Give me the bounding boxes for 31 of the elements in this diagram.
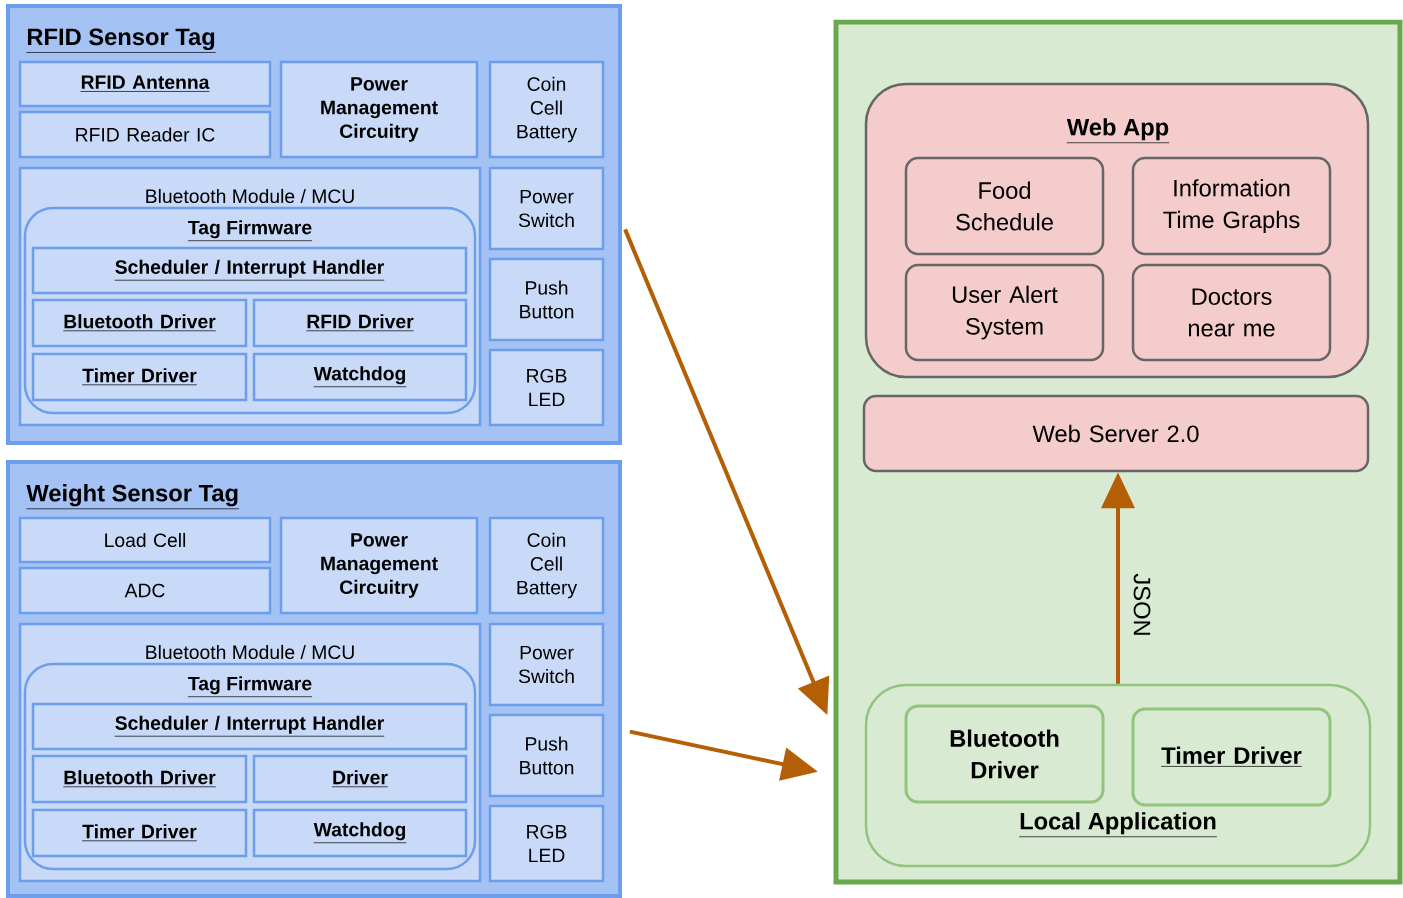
component-box: Timer Driver: [31, 808, 248, 858]
component-box: RFID Reader IC: [18, 110, 272, 159]
component-box: Timer Driver: [31, 352, 248, 402]
component-box: RFID Antenna: [18, 60, 272, 108]
component-box: Scheduler / Interrupt Handler: [31, 702, 468, 751]
component-box: Bluetooth Driver: [31, 754, 248, 804]
module-box: Web Server 2.0: [862, 394, 1370, 473]
driver-box: Timer Driver: [1131, 707, 1332, 807]
component-box: Coin Cell Battery: [488, 516, 605, 615]
component-box: Power Switch: [488, 622, 605, 707]
module-box: Information Time Graphs: [1131, 156, 1332, 256]
component-box: Watchdog: [252, 808, 468, 858]
component-box: Push Button: [488, 257, 605, 342]
module-box: Food Schedule: [904, 156, 1105, 256]
component-box: Power Switch: [488, 166, 605, 251]
module-box: User Alert System: [904, 263, 1105, 362]
component-box: Bluetooth Driver: [31, 298, 248, 348]
component-box: Driver: [252, 754, 468, 804]
component-box: Coin Cell Battery: [488, 60, 605, 159]
component-box: Scheduler / Interrupt Handler: [31, 246, 468, 295]
component-box: Load Cell: [18, 516, 272, 564]
component-box: RGB LED: [488, 804, 605, 883]
driver-box: Bluetooth Driver: [904, 704, 1105, 804]
component-box: ADC: [18, 566, 272, 615]
component-box: Watchdog: [252, 352, 468, 402]
module-box: Doctors near me: [1131, 263, 1332, 362]
component-box: RFID Driver: [252, 298, 468, 348]
component-box: RGB LED: [488, 348, 605, 427]
component-box: Power Management Circuitry: [279, 60, 479, 159]
component-box: Power Management Circuitry: [279, 516, 479, 615]
component-box: Push Button: [488, 713, 605, 798]
